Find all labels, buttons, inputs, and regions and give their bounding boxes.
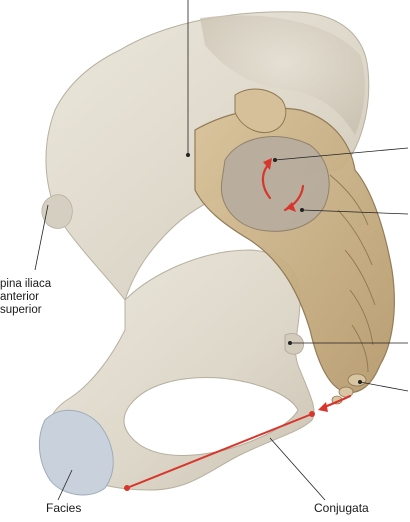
- ischial-spine: [285, 333, 304, 354]
- leader-point-top: [186, 153, 190, 157]
- label-spina-iliaca: pina iliaca anterior superior: [0, 278, 51, 317]
- label-spina-line3: superior: [0, 304, 51, 317]
- leader-point-spine: [288, 341, 292, 345]
- conjugata-point-start: [124, 485, 130, 491]
- leader-point-coccyx: [358, 380, 362, 384]
- conjugata-point-end: [309, 411, 315, 417]
- leader-point-sacrum: [300, 208, 304, 212]
- label-spina-line1: pina iliaca: [0, 278, 51, 291]
- coccyx-arrow-head: [318, 402, 328, 412]
- label-spina-line2: anterior: [0, 291, 51, 304]
- auricular-surface: [221, 137, 329, 232]
- label-conjugata: Conjugata: [314, 502, 369, 515]
- leader-point-auricular: [273, 158, 277, 162]
- label-facies: Facies: [46, 502, 81, 515]
